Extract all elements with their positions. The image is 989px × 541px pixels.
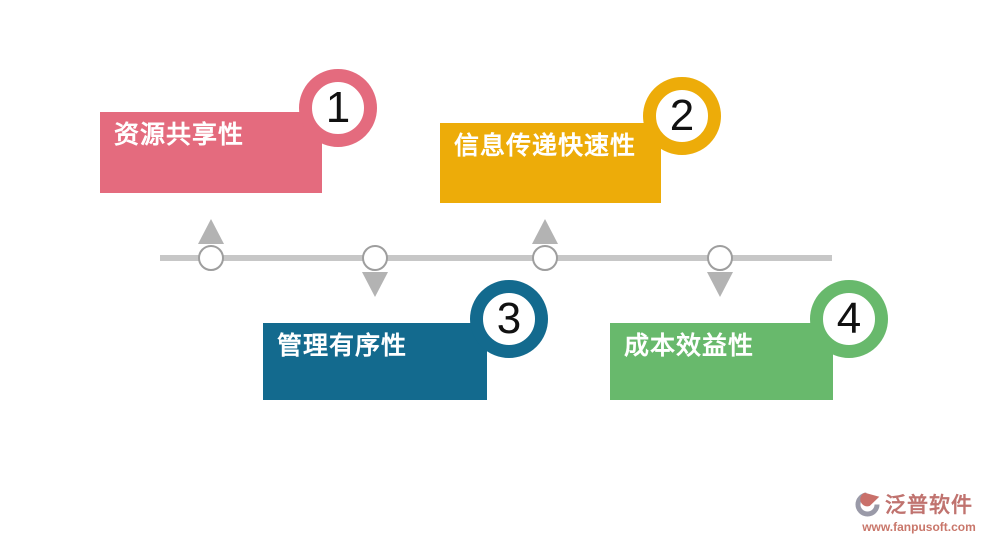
timeline-node <box>198 245 224 271</box>
item-box-resource-sharing: 资源共享性 <box>100 112 322 193</box>
watermark-url-text: www.fanpusoft.com <box>862 520 976 534</box>
badge-number: 3 <box>496 294 522 343</box>
arrow-up-icon <box>532 219 558 244</box>
timeline-node <box>362 245 388 271</box>
timeline-node <box>532 245 558 271</box>
item-label: 成本效益性 <box>624 332 755 360</box>
item-box-fast-information-transfer: 信息传递快速性 <box>440 123 661 203</box>
badge-number: 2 <box>669 91 695 140</box>
item-box-orderly-management: 管理有序性 <box>263 323 487 400</box>
item-label: 资源共享性 <box>114 121 245 149</box>
arrow-down-icon <box>707 272 733 297</box>
timeline-node <box>707 245 733 271</box>
badge-number: 4 <box>836 294 862 343</box>
arrow-down-icon <box>362 272 388 297</box>
number-badge-2: 2 <box>643 77 721 155</box>
number-badge-3: 3 <box>470 280 548 358</box>
timeline-line <box>160 255 832 261</box>
item-label: 管理有序性 <box>277 332 408 360</box>
watermark-brand-text: 泛普软件 <box>885 494 973 517</box>
arrow-up-icon <box>198 219 224 244</box>
number-badge-1: 1 <box>299 69 377 147</box>
badge-number: 1 <box>325 83 351 132</box>
item-box-cost-effectiveness: 成本效益性 <box>610 323 833 400</box>
fanpu-logo-icon <box>853 490 882 519</box>
watermark: 泛普软件 www.fanpusoft.com <box>853 489 985 534</box>
item-label: 信息传递快速性 <box>454 132 637 160</box>
number-badge-4: 4 <box>810 280 888 358</box>
